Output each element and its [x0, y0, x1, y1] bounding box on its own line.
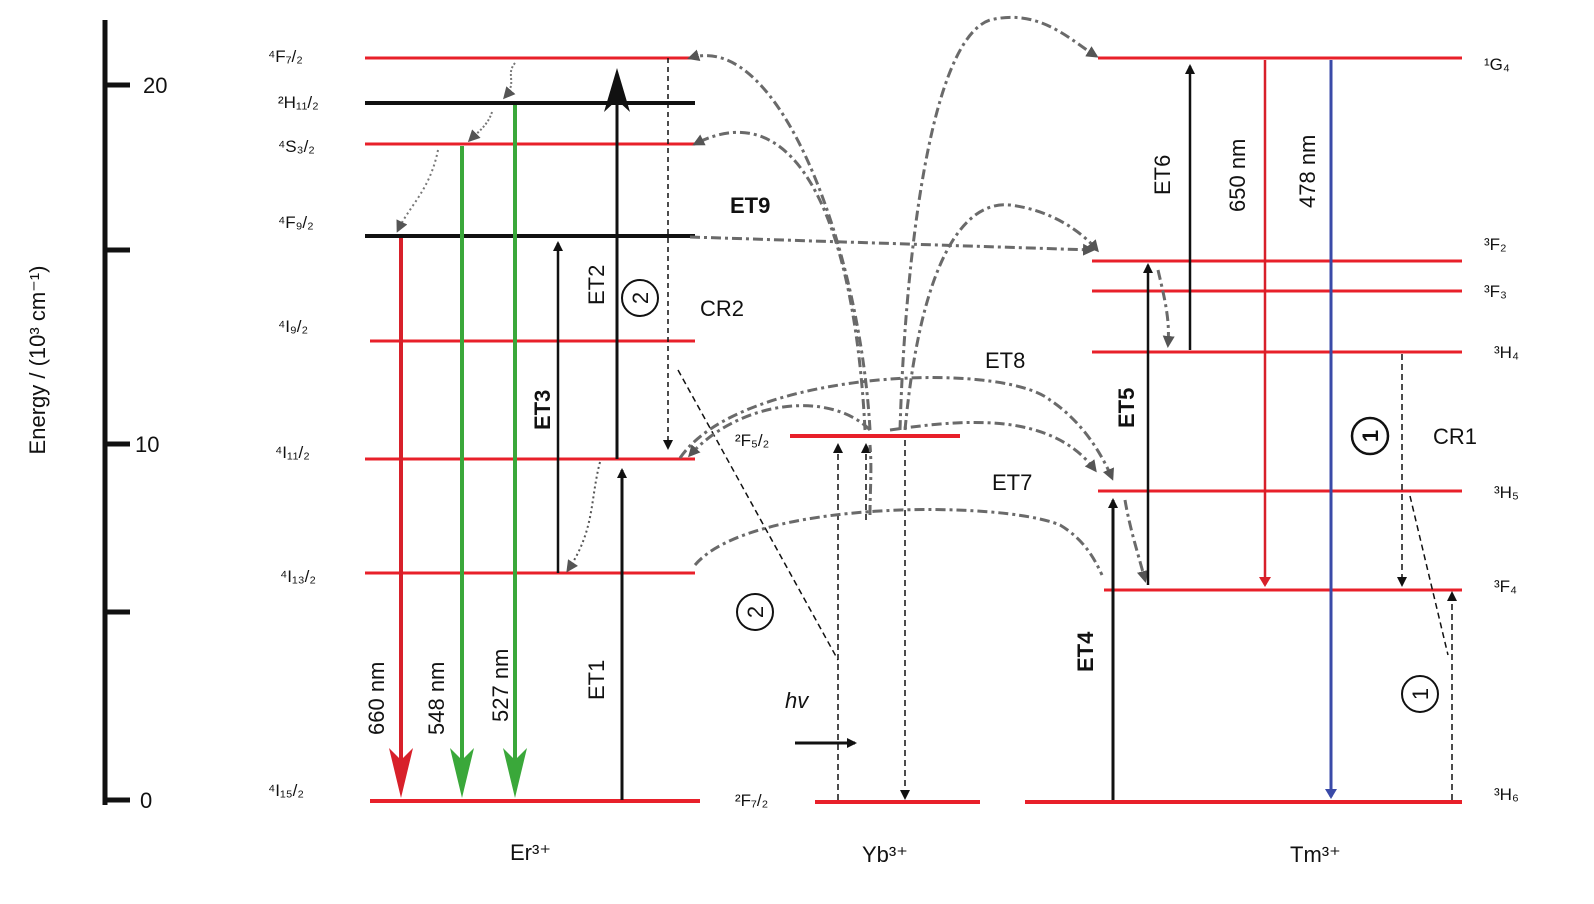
- er-label-2h112: ²H₁₁/₂: [278, 93, 319, 112]
- tm-level-labels: ¹G₄ ³F₂ ³F₃ ³H₄ ³H₅ ³F₄ ³H₆ Tm³⁺: [1290, 55, 1519, 867]
- et-curve-labels: ET8 ET7: [985, 348, 1032, 495]
- er-excitation: ET1 ET2 ET3 CR2 ET9: [396, 58, 839, 800]
- et-curve-tm-g4: [898, 15, 1099, 431]
- yb-label-2f52: ²F₅/₂: [735, 431, 769, 450]
- circled-1-lower: 1: [1401, 675, 1439, 713]
- tm-label-1g4: ¹G₄: [1484, 55, 1510, 74]
- er-levels: [365, 56, 700, 803]
- tm-label-3f3: ³F₃: [1484, 282, 1507, 301]
- tick-label-0: 0: [140, 788, 152, 813]
- et6-small-curve: [1156, 269, 1175, 348]
- tm-label-3h4: ³H₄: [1494, 343, 1519, 362]
- er-527-arrowhead: [503, 748, 527, 798]
- et7-label: ET7: [992, 470, 1032, 495]
- et8-label: ET8: [985, 348, 1025, 373]
- tm-label-3f2: ³F₂: [1484, 235, 1507, 254]
- et4-label: ET4: [1073, 631, 1098, 672]
- et-curve-er-i112: [687, 404, 872, 458]
- et9-curve: [689, 235, 1095, 256]
- yb-up-curve: [868, 444, 873, 516]
- et-curve-tm-f2: [903, 203, 1099, 431]
- er-548-arrowhead: [450, 748, 474, 798]
- er-nonrad-2: [467, 111, 493, 143]
- tm-650-label: 650 nm: [1225, 139, 1250, 212]
- et2-label: ET2: [584, 265, 609, 305]
- energy-axis: 0 10 20 Energy / (10³ cm⁻¹): [25, 20, 167, 813]
- et5-label: ET5: [1114, 388, 1139, 428]
- er-emissions: 660 nm 548 nm 527 nm: [364, 105, 527, 798]
- cr2-dashed: [677, 369, 839, 661]
- er-label-4i92: ⁴I₉/₂: [278, 317, 308, 336]
- er-ion-label: Er³⁺: [510, 840, 551, 865]
- tm-levels: [1025, 56, 1462, 804]
- et8-curve: [678, 376, 1114, 481]
- transfer-curves: [678, 15, 1175, 583]
- et2-arrowhead: [604, 68, 630, 112]
- er-660-arrowhead: [389, 748, 413, 798]
- circled-2-lower: 2: [736, 593, 774, 631]
- er-label-4s32: ⁴S₃/₂: [278, 137, 315, 156]
- er-548-label: 548 nm: [424, 662, 449, 735]
- tm-ion-label: Tm³⁺: [1290, 842, 1341, 867]
- er-nonrad-1: [503, 62, 516, 100]
- er-label-4i112: ⁴I₁₁/₂: [275, 443, 310, 462]
- hv-label: hv: [785, 688, 810, 713]
- er-nonrad-3: [396, 149, 439, 233]
- er-label-4f72: ⁴F₇/₂: [268, 47, 303, 66]
- et-curve-low: [693, 508, 1104, 576]
- yb-levels: ²F₅/₂ ²F₇/₂ Yb³⁺: [735, 431, 980, 867]
- et-curve-er-s32: [692, 130, 867, 431]
- er-label-4i132: ⁴I₁₃/₂: [280, 567, 316, 586]
- et1-label: ET1: [584, 660, 609, 700]
- et9-label: ET9: [730, 193, 770, 218]
- er-label-4f92: ⁴F₉/₂: [278, 213, 314, 232]
- axis-label: Energy / (10³ cm⁻¹): [25, 266, 50, 455]
- circled-1-upper: 1: [1350, 416, 1390, 456]
- tm-label-3h6: ³H₆: [1494, 785, 1519, 804]
- et7-curve: [889, 420, 1097, 473]
- circled-markers: 2 2 1 1: [621, 279, 1439, 713]
- er-660-label: 660 nm: [364, 662, 389, 735]
- et5-small-curve: [1123, 499, 1149, 583]
- et6-label: ET6: [1150, 155, 1175, 195]
- tm-label-3h5: ³H₅: [1494, 483, 1519, 502]
- circled-1-lower-text: 1: [1408, 688, 1433, 700]
- er-level-labels: ⁴F₇/₂ ²H₁₁/₂ ⁴S₃/₂ ⁴F₉/₂ ⁴I₉/₂ ⁴I₁₁/₂ ⁴I…: [268, 47, 551, 865]
- circled-2-upper-text: 2: [628, 292, 653, 304]
- yb-ion-label: Yb³⁺: [862, 842, 908, 867]
- tm-478-label: 478 nm: [1295, 135, 1320, 208]
- cr2-label: CR2: [700, 296, 744, 321]
- cr1-cross: [1409, 495, 1449, 656]
- circled-1-upper-text: 1: [1358, 430, 1383, 442]
- yb-label-2f72: ²F₇/₂: [735, 791, 768, 810]
- cr1-label: CR1: [1433, 424, 1477, 449]
- tick-label-10: 10: [135, 432, 159, 457]
- tm-label-3f4: ³F₄: [1494, 577, 1517, 596]
- er-527-label: 527 nm: [488, 649, 513, 722]
- tm-transitions: ET4 ET5 ET6 650 nm 478 nm CR1: [1073, 60, 1477, 800]
- circled-2-upper: 2: [621, 279, 659, 317]
- yb-transitions: hv: [785, 440, 910, 800]
- tick-label-20: 20: [143, 73, 167, 98]
- er-label-4i152: ⁴I₁₅/₂: [268, 781, 304, 800]
- circled-2-lower-text: 2: [743, 606, 768, 618]
- et3-label: ET3: [530, 390, 555, 430]
- er-nonrad-4: [566, 461, 601, 573]
